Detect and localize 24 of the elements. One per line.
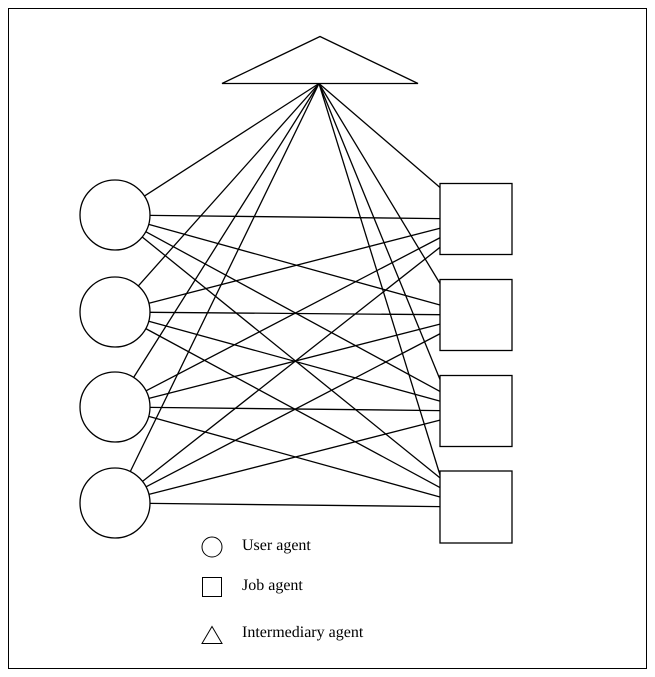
connector-line — [318, 83, 440, 188]
circle-node — [79, 467, 151, 539]
connector-line — [133, 83, 320, 378]
connector-line — [318, 83, 441, 380]
square-node — [439, 374, 513, 448]
square-node — [439, 182, 513, 256]
legend-label: Job agent — [242, 577, 303, 595]
connector-line — [150, 502, 440, 508]
circle-node — [79, 371, 151, 443]
square-node — [439, 470, 513, 544]
circle-node — [79, 179, 151, 251]
triangle-node — [221, 36, 419, 84]
connector-line — [318, 83, 441, 476]
connector-line — [150, 214, 440, 220]
connector-line — [138, 83, 320, 286]
legend-label: Intermediary agent — [242, 624, 364, 642]
connector-line — [150, 406, 440, 412]
square-node — [439, 278, 513, 352]
circle-node — [79, 276, 151, 348]
connector-line — [150, 312, 440, 316]
connector-line — [144, 82, 320, 197]
connector-line — [130, 83, 320, 472]
legend-label: User agent — [242, 537, 311, 555]
connector-line — [318, 83, 441, 284]
